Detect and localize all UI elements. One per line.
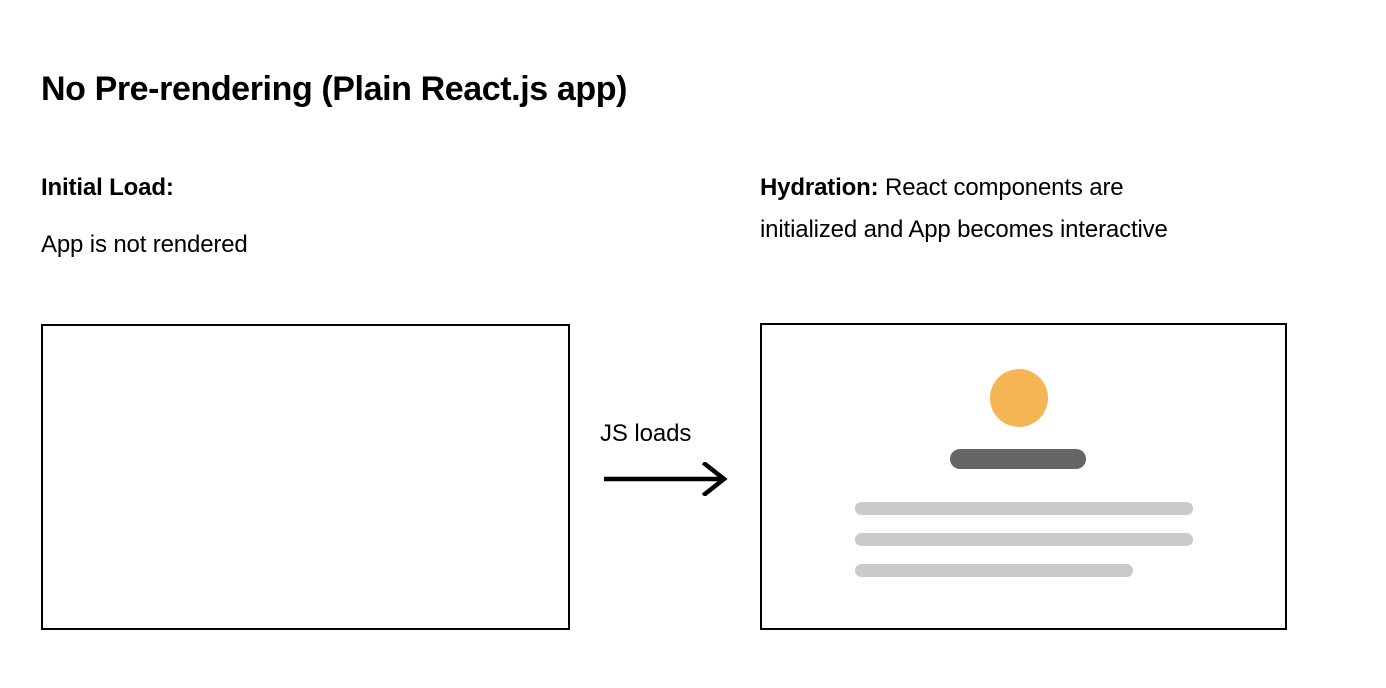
initial-load-description: App is not rendered: [41, 230, 248, 258]
hydration-heading: Hydration: React components are: [760, 172, 1360, 204]
hydration-heading-label: Hydration:: [760, 174, 879, 201]
transition-label: JS loads: [600, 420, 692, 447]
empty-browser-frame: [41, 324, 570, 630]
text-line-placeholder-2: [855, 533, 1193, 546]
initial-load-heading-label: Initial Load:: [41, 174, 174, 201]
avatar-placeholder-icon: [990, 369, 1048, 427]
title-placeholder: [950, 449, 1086, 469]
initial-load-column: Initial Load: App is not rendered: [41, 172, 581, 260]
hydration-description-line1: React components are: [878, 174, 1124, 201]
arrow-right-icon: [604, 462, 728, 496]
hydration-column: Hydration: React components are initiali…: [760, 172, 1360, 245]
text-line-placeholder-1: [855, 502, 1193, 515]
text-line-placeholder-3: [855, 564, 1133, 577]
initial-load-heading: Initial Load:: [41, 172, 581, 204]
page-title: No Pre-rendering (Plain React.js app): [41, 69, 627, 108]
hydration-description-line2: initialized and App becomes interactive: [760, 215, 1168, 243]
